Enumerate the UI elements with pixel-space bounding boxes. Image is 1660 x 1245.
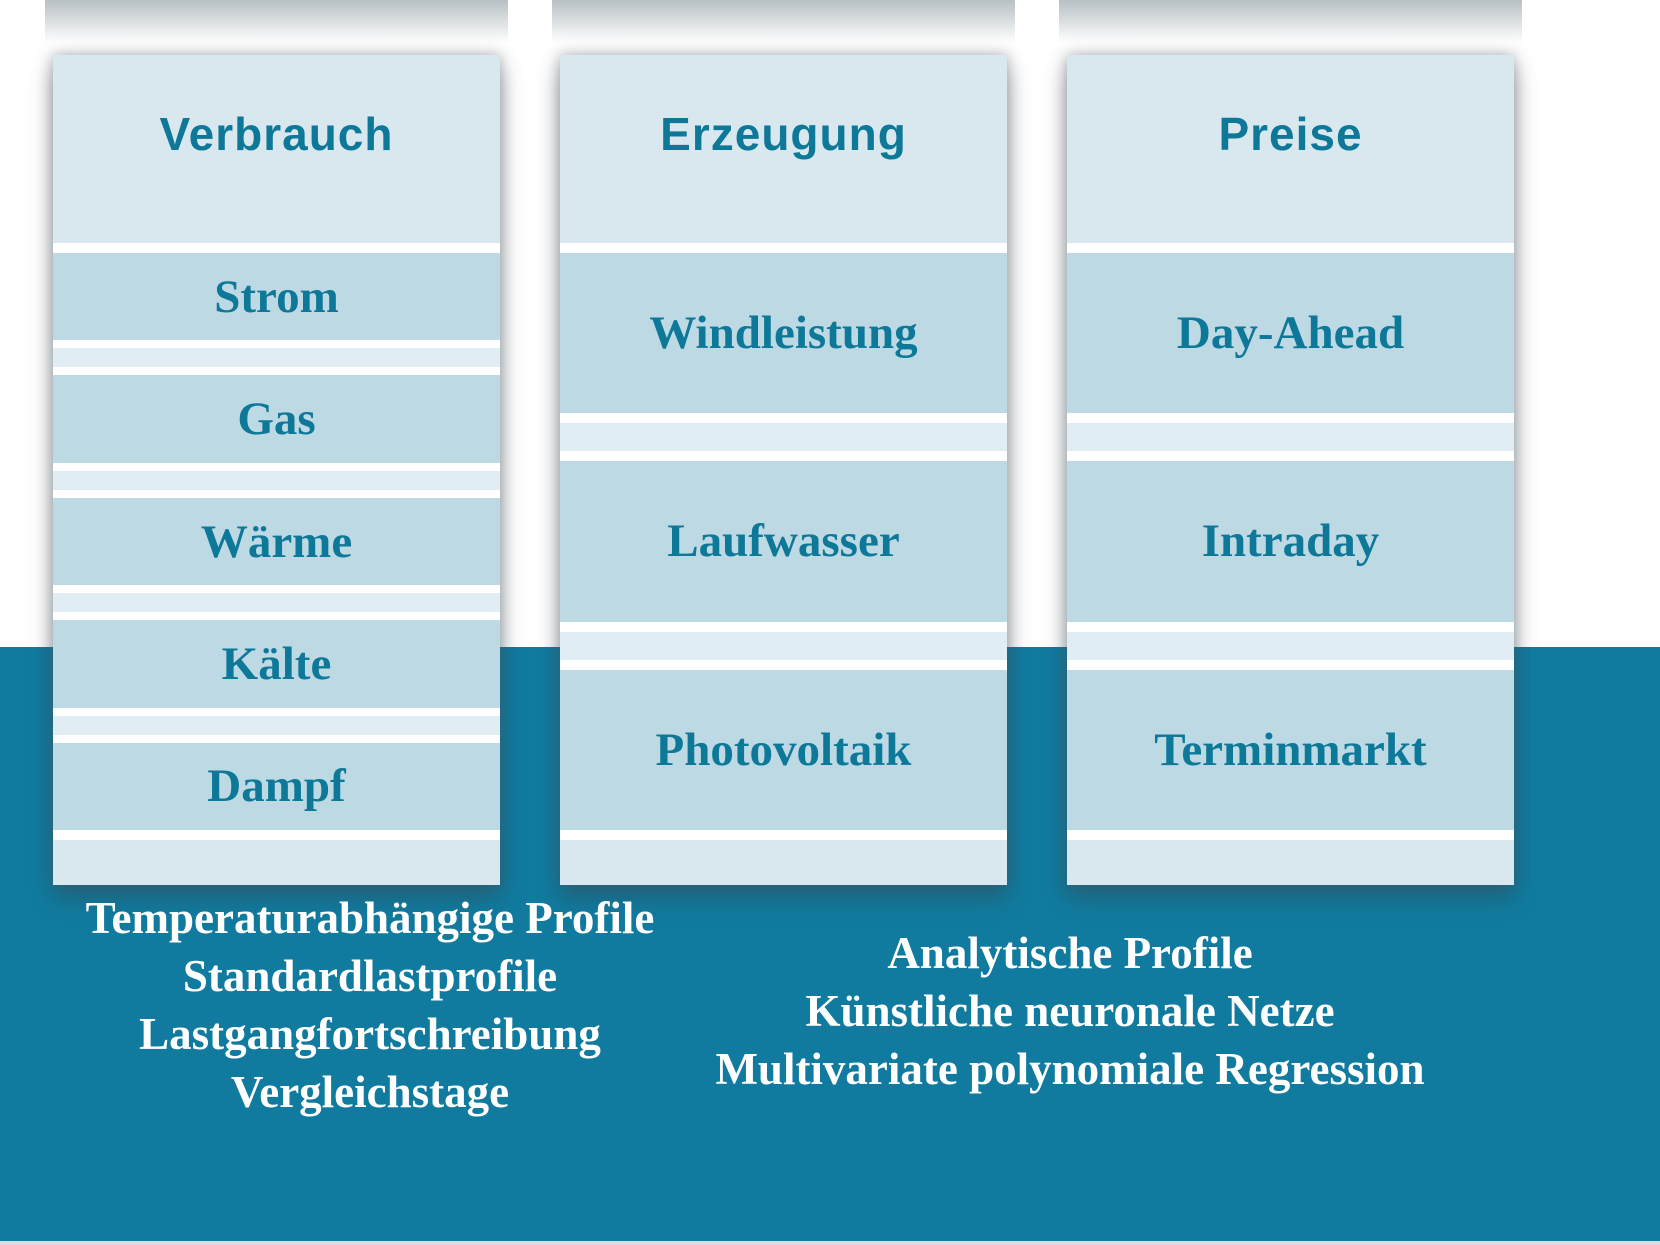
row-separator bbox=[53, 585, 500, 621]
separator-white-line bbox=[53, 707, 500, 716]
item-label: Dampf bbox=[207, 760, 346, 813]
item-label: Terminmarkt bbox=[1154, 723, 1427, 776]
separator-white-line bbox=[560, 659, 1007, 670]
footer-white-line bbox=[53, 830, 500, 841]
footer-light-strip bbox=[53, 840, 500, 886]
separator-white-line bbox=[1067, 621, 1514, 632]
item-label: Photovoltaik bbox=[655, 723, 912, 776]
separator-white-line bbox=[1067, 413, 1514, 424]
separator-white-line bbox=[560, 413, 1007, 424]
item-row: Laufwasser bbox=[560, 461, 1007, 622]
separator-white-line bbox=[53, 734, 500, 743]
item-row: Gas bbox=[53, 375, 500, 463]
separator-white-line bbox=[1067, 451, 1514, 462]
item-row: Strom bbox=[53, 253, 500, 341]
item-label: Windleistung bbox=[649, 307, 918, 360]
separator-white-line bbox=[53, 612, 500, 621]
item-row: Dampf bbox=[53, 742, 500, 831]
item-row: Intraday bbox=[1067, 461, 1514, 622]
item-label: Laufwasser bbox=[667, 515, 900, 568]
separator-white-line bbox=[53, 585, 500, 594]
column-header: Erzeugung bbox=[560, 55, 1007, 243]
separator-light-strip bbox=[560, 423, 1007, 452]
header-row-gap bbox=[53, 243, 500, 253]
footnote-line: Standardlastprofile bbox=[182, 951, 558, 1001]
item-label: Wärme bbox=[200, 515, 353, 568]
separator-light-strip bbox=[53, 348, 500, 368]
row-separator bbox=[53, 462, 500, 498]
separator-white-line bbox=[53, 462, 500, 471]
item-row: Kälte bbox=[53, 620, 500, 708]
footer-light-strip bbox=[560, 839, 1007, 885]
footer-white-line bbox=[1067, 829, 1514, 840]
item-row: Terminmarkt bbox=[1067, 669, 1514, 830]
item-row: Day-Ahead bbox=[1067, 253, 1514, 414]
separator-white-line bbox=[560, 621, 1007, 632]
item-row: Wärme bbox=[53, 497, 500, 586]
column-header: Preise bbox=[1067, 55, 1514, 243]
separator-white-line bbox=[53, 489, 500, 498]
top-shadow-2 bbox=[552, 0, 1015, 54]
column-header: Verbrauch bbox=[53, 55, 500, 243]
item-label: Kälte bbox=[221, 637, 332, 690]
separator-light-strip bbox=[560, 631, 1007, 660]
column-title: Verbrauch bbox=[159, 108, 394, 160]
item-row: Windleistung bbox=[560, 253, 1007, 414]
item-label: Strom bbox=[214, 270, 339, 323]
top-shadow-1 bbox=[45, 0, 508, 54]
footnote-line: Vergleichstage bbox=[230, 1067, 510, 1117]
separator-light-strip bbox=[1067, 631, 1514, 660]
footnote-line: Lastgangfortschreibung bbox=[139, 1009, 601, 1059]
column-title: Preise bbox=[1218, 108, 1363, 160]
bottom-edge-line bbox=[0, 1241, 1660, 1245]
top-shadow-3 bbox=[1059, 0, 1522, 54]
separator-white-line bbox=[53, 367, 500, 376]
header-row-gap bbox=[560, 243, 1007, 253]
header-row-gap bbox=[1067, 243, 1514, 253]
footnote-line: Multivariate polynomiale Regression bbox=[715, 1044, 1425, 1094]
separator-light-strip bbox=[1067, 423, 1514, 452]
item-label: Intraday bbox=[1201, 515, 1380, 568]
separator-white-line bbox=[53, 340, 500, 349]
footnote-line: Analytische Profile bbox=[887, 928, 1253, 978]
footer-light-strip bbox=[1067, 839, 1514, 885]
item-label: Day-Ahead bbox=[1176, 307, 1405, 360]
separator-light-strip bbox=[53, 593, 500, 613]
column-title: Erzeugung bbox=[660, 108, 907, 160]
row-separator bbox=[53, 340, 500, 376]
item-label: Gas bbox=[237, 393, 316, 446]
row-separator bbox=[560, 413, 1007, 462]
row-separator bbox=[1067, 621, 1514, 670]
separator-light-strip bbox=[53, 470, 500, 490]
footnote-line: Temperaturabhängige Profile bbox=[85, 893, 655, 943]
row-separator bbox=[53, 707, 500, 743]
separator-light-strip bbox=[53, 715, 500, 735]
row-separator bbox=[1067, 413, 1514, 462]
footer-white-line bbox=[560, 829, 1007, 840]
footnote-line: Künstliche neuronale Netze bbox=[805, 986, 1335, 1036]
separator-white-line bbox=[560, 451, 1007, 462]
row-separator bbox=[560, 621, 1007, 670]
item-row: Photovoltaik bbox=[560, 669, 1007, 830]
separator-white-line bbox=[1067, 659, 1514, 670]
